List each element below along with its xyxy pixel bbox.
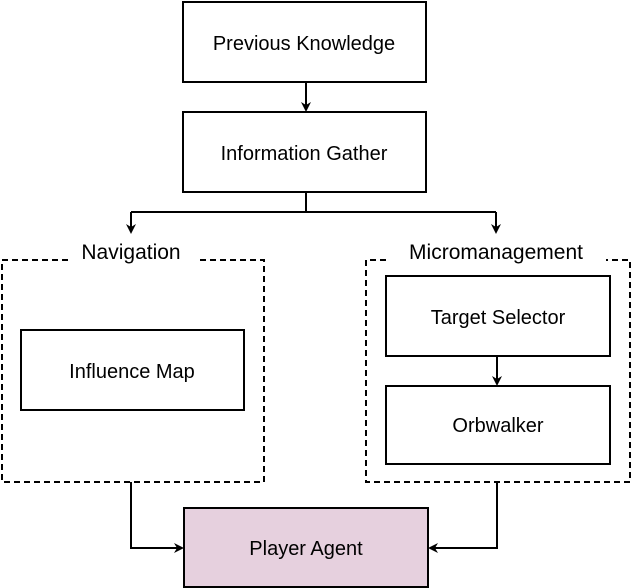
navigation-group-border: [1, 259, 265, 483]
target-selector-label: Target Selector: [431, 307, 566, 329]
navigation-group-label: Navigation: [81, 241, 180, 264]
connectors: [126, 82, 502, 553]
information-gather-node: Information Gather: [182, 111, 427, 193]
micromanagement-group-label: Micromanagement: [409, 241, 583, 264]
information-gather-label: Information Gather: [221, 143, 388, 165]
arrow-micromanagement-to-player: [428, 482, 498, 553]
orbwalker-label: Orbwalker: [452, 415, 543, 437]
arrow-navigation-to-player: [130, 482, 184, 553]
player-agent-node: Player Agent: [183, 507, 429, 588]
previous-knowledge-label: Previous Knowledge: [213, 33, 395, 55]
navigation-group: Navigation: [1, 241, 265, 483]
influence-map-label: Influence Map: [69, 361, 195, 383]
player-agent-label: Player Agent: [249, 538, 363, 560]
target-selector-node: Target Selector: [385, 275, 611, 357]
influence-map-node: Influence Map: [20, 329, 245, 411]
previous-knowledge-node: Previous Knowledge: [182, 1, 427, 83]
orbwalker-node: Orbwalker: [385, 385, 611, 465]
